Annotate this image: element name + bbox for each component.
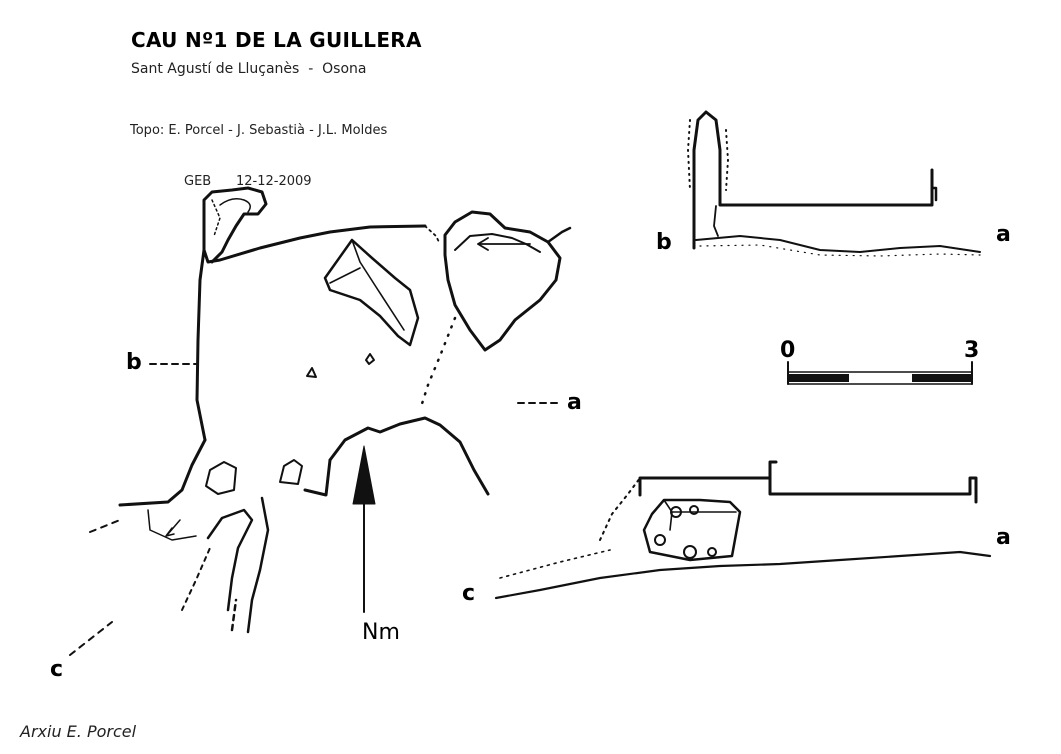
north-label: Nm [362, 620, 400, 645]
plan-outline-north [195, 224, 427, 442]
plan-outline-south [118, 438, 207, 507]
plan-label-c: c [50, 657, 64, 682]
plan-view [69, 186, 572, 656]
scale-end-label: 3 [964, 338, 980, 363]
section-bottom-label-a: a [996, 525, 1011, 550]
plan-nw-passage [202, 186, 268, 264]
section-top-label-a: a [996, 222, 1011, 247]
plan-label-a: a [567, 390, 582, 415]
section-bottom-drawing [494, 460, 992, 600]
plan-ne-chamber [443, 210, 562, 352]
scale-bar [787, 361, 973, 385]
topo-credits: Topo: E. Porcel - J. Sebastià - J.L. Mol… [130, 123, 388, 138]
credits-block: Topo: E. Porcel - J. Sebastià - J.L. Mol… [130, 88, 387, 207]
section-top-label-b: b [656, 230, 672, 255]
location-text: Sant Agustí de Lluçanès - Osona [131, 61, 367, 77]
north-arrow-head [352, 445, 376, 505]
section-top-drawing [687, 110, 981, 257]
archive-credit: Arxiu E. Porcel [20, 722, 137, 741]
scale-start-label: 0 [780, 338, 796, 363]
plan-label-b: b [126, 350, 142, 375]
group-date: GEB 12-12-2009 [184, 174, 312, 189]
survey-title: CAU Nº1 DE LA GUILLERA [131, 28, 422, 52]
section-line-c [69, 621, 113, 656]
section-bottom-label-c: c [462, 581, 476, 606]
section-boulder [642, 498, 742, 562]
plan-central-block [323, 238, 420, 347]
